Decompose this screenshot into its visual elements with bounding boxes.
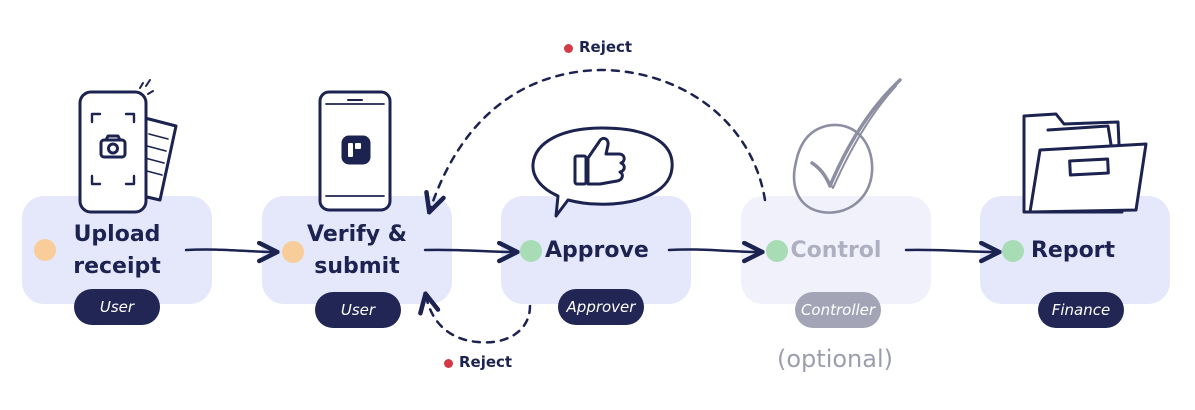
folder-icon (1022, 112, 1148, 214)
status-dot (282, 241, 304, 263)
checkmark-icon (792, 78, 902, 214)
reject-label-top: Reject (579, 38, 633, 56)
reject-top-arrow (430, 68, 767, 210)
role-badge-user: User (315, 292, 401, 328)
role-badge-controller: Controller (795, 292, 881, 328)
thumbs-up-speech-bubble-icon (531, 126, 674, 218)
step-label-verify: Verify & submit (307, 222, 407, 279)
flow-arrows (184, 249, 997, 252)
status-dot (1002, 240, 1024, 262)
status-dot (520, 240, 542, 262)
reject-dot (564, 44, 573, 53)
optional-note: (optional) (777, 345, 893, 373)
status-dot (34, 239, 56, 261)
status-dot (766, 240, 788, 262)
reject-dot (444, 359, 453, 368)
role-badge-finance: Finance (1038, 292, 1124, 328)
reject-bottom-arrow (426, 296, 532, 344)
role-badge-user: User (74, 289, 160, 325)
phone-app-icon (318, 90, 392, 212)
role-badge-approver: Approver (558, 289, 644, 325)
reject-label-bottom: Reject (459, 353, 513, 371)
step-label-approve: Approve (545, 238, 649, 263)
step-label-report: Report (1030, 238, 1116, 263)
step-label-control: Control (790, 238, 882, 263)
phone-camera-receipt-icon (78, 79, 178, 214)
step-label-upload: Upload receipt (73, 222, 161, 279)
